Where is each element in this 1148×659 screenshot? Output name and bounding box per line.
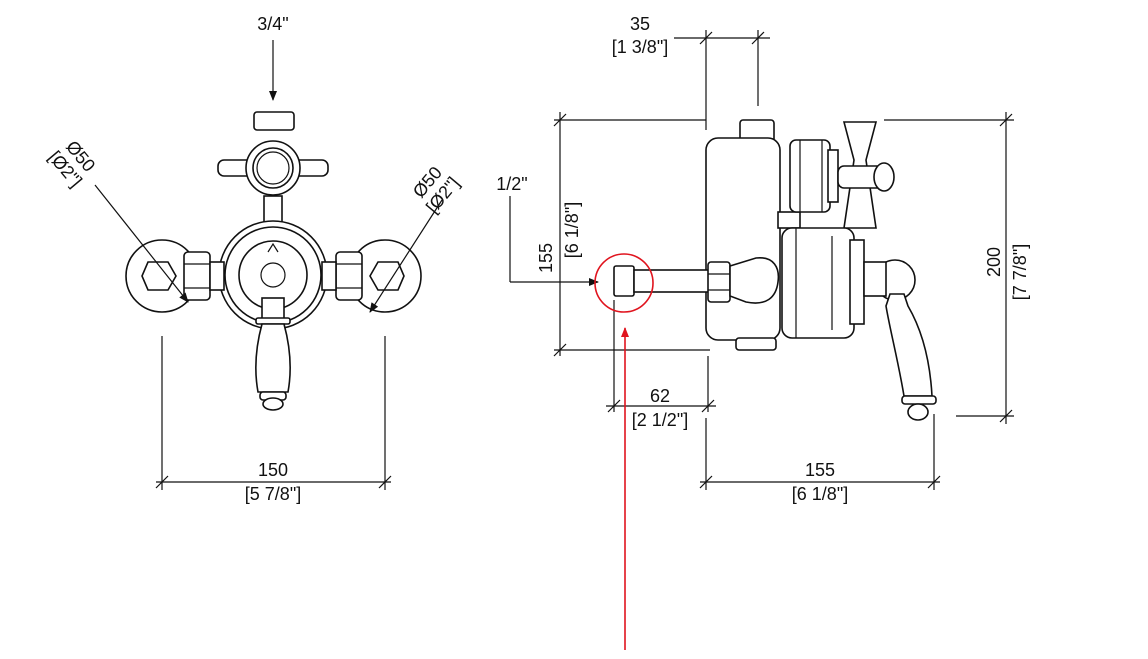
outlet-height-dimension: 155 [6 1/8"] — [536, 112, 710, 357]
outlet-size-callout: 1/2" — [496, 174, 599, 286]
top-depth-in: [1 3/8"] — [612, 37, 668, 57]
width-in: [5 7/8"] — [245, 484, 301, 504]
body-height-dimension: 200 [7 7/8"] — [884, 112, 1030, 424]
front-lever-handle — [255, 297, 291, 411]
top-cross-valve — [217, 111, 329, 225]
projection-in: [6 1/8"] — [792, 484, 848, 504]
left-connection — [125, 239, 225, 313]
width-mm: 150 — [258, 460, 288, 480]
highlight-annotation — [594, 253, 654, 650]
outlet-height-in: [6 1/8"] — [562, 202, 582, 258]
dia-right-leader — [369, 199, 443, 313]
body-height-mm: 200 — [984, 247, 1004, 277]
projection-mm: 155 — [805, 460, 835, 480]
outlet-length-mm: 62 — [650, 386, 670, 406]
dia-left-leader — [94, 184, 189, 303]
inlet-size-label: 3/4" — [257, 14, 288, 34]
front-width-dimension: 150 [5 7/8"] — [155, 336, 392, 504]
top-depth-dimension: 35 [1 3/8"] — [612, 14, 770, 130]
highlight-circle — [594, 253, 654, 313]
outlet-size-label: 1/2" — [496, 174, 527, 194]
front-view: 3/4" — [45, 14, 464, 504]
top-depth-mm: 35 — [630, 14, 650, 34]
outlet-length-dimension: 62 [2 1/2"] — [606, 300, 716, 430]
right-connection — [321, 239, 422, 313]
projection-dimension: 155 [6 1/8"] — [699, 414, 941, 504]
outlet-length-in: [2 1/2"] — [632, 410, 688, 430]
outlet-height-mm: 155 — [536, 243, 556, 273]
side-outlet-pipe — [613, 257, 780, 304]
side-view: 35 [1 3/8"] — [496, 14, 1030, 650]
body-height-in: [7 7/8"] — [1010, 244, 1030, 300]
